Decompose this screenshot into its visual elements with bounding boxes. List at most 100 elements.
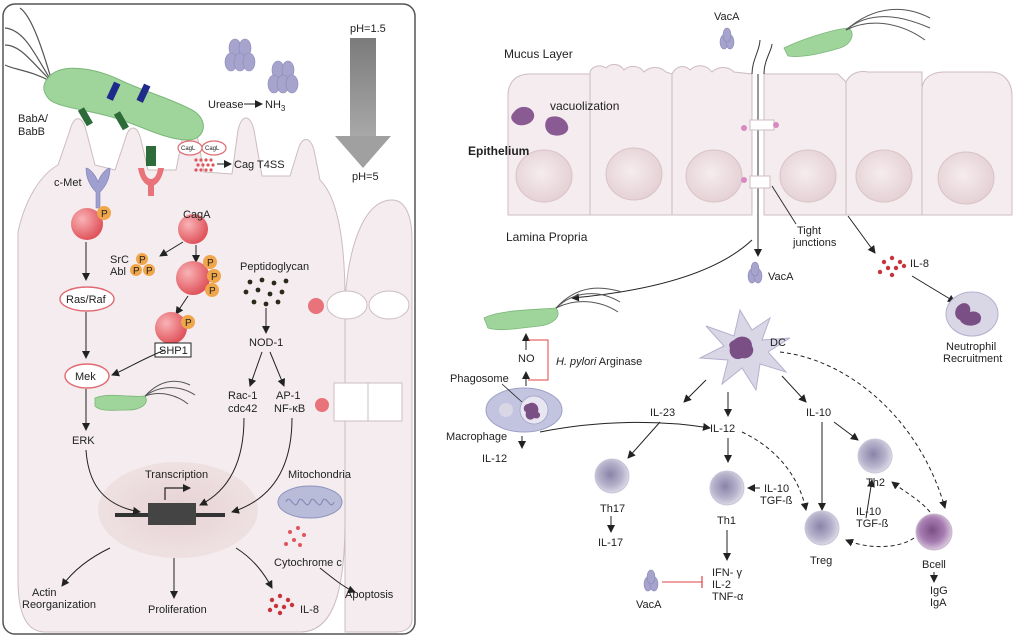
epithelial-nuclei <box>515 147 995 205</box>
nod1-label: NOD-1 <box>249 337 283 349</box>
urease-icon <box>224 38 299 94</box>
cytochrome-c-dots <box>284 526 306 547</box>
il8-dots-right <box>877 255 907 278</box>
mek-node <box>64 363 110 389</box>
src-label: SrC <box>110 254 129 266</box>
src-phosphate-3 <box>143 264 155 276</box>
neutrophil-icon <box>945 291 999 337</box>
arrow-erk-dna <box>85 449 141 515</box>
il8-label-left: IL-8 <box>300 604 319 616</box>
tight-junction-pointer <box>771 185 797 225</box>
arrow-dc-il10 <box>781 375 807 403</box>
arrow-nod1-rac1 <box>248 351 263 387</box>
lamina-propria-label: Lamina Propria <box>506 230 588 244</box>
shp1-label: SHP1 <box>159 345 188 357</box>
peptidoglycan-dots <box>243 277 289 307</box>
tgfb-a-label: TGF-ß <box>760 495 793 507</box>
urease-label: Urease <box>208 99 243 111</box>
caga-phosphate-1 <box>203 255 217 269</box>
treg-label: Treg <box>810 555 832 567</box>
vaca-top-label: VacA <box>714 11 740 23</box>
ras-raf-node <box>59 286 115 312</box>
tnf-label: TNF-α <box>712 591 744 603</box>
integrin-receptor-icon <box>138 146 164 196</box>
mitochondria-label: Mitochondria <box>288 469 352 481</box>
c-met-receptor-icon <box>85 167 111 209</box>
arrow-cyto-apoptosis <box>319 567 356 594</box>
c-met-p-label: P <box>101 209 108 220</box>
il8-label-right: IL-8 <box>910 258 929 270</box>
right-panel: Tight junctions VacA Mucus Layer vacuoli… <box>446 8 1013 611</box>
tj-dot-2 <box>773 122 779 128</box>
nh3-label: NH3 <box>265 99 286 113</box>
caga-phospho-ball <box>176 261 210 295</box>
il8-dots-left <box>267 593 295 616</box>
junction-box-2 <box>367 382 403 422</box>
macrophage-icon <box>485 387 563 433</box>
neutrophil-label-2: Recruitment <box>943 353 1002 365</box>
junction-oval-2 <box>368 290 410 320</box>
junction-ball-1 <box>308 298 324 314</box>
caga-label: CagA <box>183 209 211 221</box>
babb-adhesin-1 <box>77 107 93 127</box>
arrow-caga-shp1 <box>175 295 189 315</box>
vaca-bottom-icon <box>643 569 659 592</box>
ph-bottom-label: pH=5 <box>352 171 379 183</box>
c-met-label: c-Met <box>54 177 82 189</box>
arrow-il12-treg <box>741 431 809 511</box>
arrow-macro-il12mid <box>539 421 711 433</box>
mucus-layer-label: Mucus Layer <box>504 47 573 61</box>
babb-adhesin-2 <box>113 111 129 131</box>
cagl-2-icon <box>201 140 227 156</box>
arrow-rac1-dna <box>199 417 245 506</box>
tight-junction-2 <box>749 175 771 189</box>
arginase-label: H. pylori Arginase <box>556 356 642 368</box>
intracellular-bacterium <box>94 380 196 411</box>
caga-phosphate-2 <box>207 269 221 283</box>
vaca-mid-icon <box>747 261 763 284</box>
vaca-mid-label: VacA <box>768 271 794 283</box>
il10-b-label: IL-10 <box>856 506 881 518</box>
h-pylori-lamina <box>483 287 623 331</box>
caga-ball <box>178 214 208 244</box>
paracellular-path-a <box>751 39 761 75</box>
junction-ball-2 <box>315 398 329 412</box>
vaca-top-icon <box>719 27 735 50</box>
baba-label-2: BabB <box>18 126 45 138</box>
mek-label: Mek <box>75 371 96 383</box>
src-p-label-3: P <box>146 266 153 277</box>
baba-adhesin-2 <box>136 83 151 103</box>
tight-junctions-label-1: Tight <box>797 225 821 237</box>
no-label: NO <box>518 353 535 365</box>
arrow-caga-src <box>159 241 184 257</box>
actin-label-2: Reorganization <box>22 599 96 611</box>
arginase-inhibition-bracket <box>528 339 549 381</box>
il10-top-label: IL-10 <box>806 407 831 419</box>
h-pylori-top <box>783 8 931 57</box>
dendritic-cell-icon <box>698 308 791 392</box>
phagosome-label: Phagosome <box>450 373 509 385</box>
bcell-label: Bcell <box>922 559 946 571</box>
shp1-p-label: P <box>185 318 192 329</box>
ap1-label: AP-1 <box>276 390 300 402</box>
dc-label: DC <box>770 337 786 349</box>
mitochondrion-icon <box>277 485 343 519</box>
gene-box <box>148 503 196 525</box>
caga-p-label-3: P <box>209 286 216 297</box>
ras-raf-label: Ras/Raf <box>66 294 107 306</box>
caga-p-label-1: P <box>207 258 214 269</box>
ifn-label: IFN- γ <box>712 567 742 579</box>
il12-left-label: IL-12 <box>482 453 507 465</box>
baba-adhesin-1 <box>106 81 121 101</box>
arrow-il8 <box>235 547 273 589</box>
arrow-il8-neutrophil <box>911 275 956 303</box>
h-pylori-bacterium <box>43 67 204 141</box>
ph-gradient-arrow <box>335 38 391 168</box>
cag-t4ss-dots <box>194 158 215 172</box>
arrow-ap1-dna <box>231 417 293 514</box>
arrow-epi-il8 <box>847 215 876 254</box>
apoptosis-label: Apoptosis <box>345 589 394 601</box>
junction-box-1 <box>333 382 369 422</box>
